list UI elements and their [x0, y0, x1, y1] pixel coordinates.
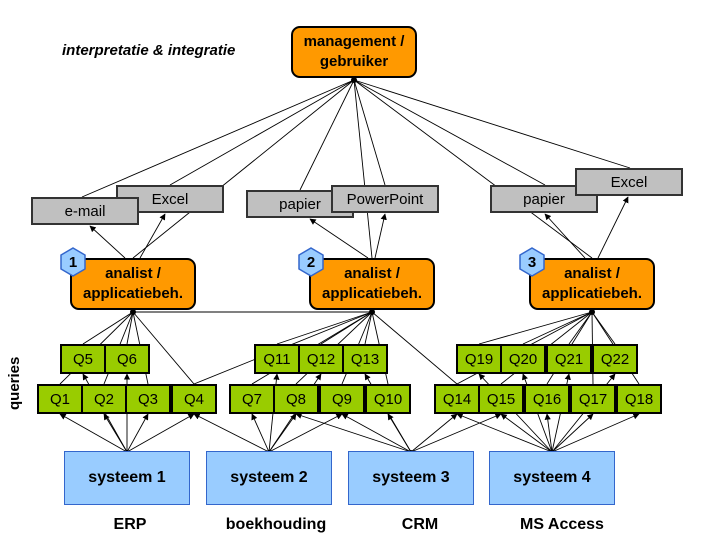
system-arrow — [193, 413, 270, 453]
analyst-hub — [589, 309, 595, 315]
system-type-label-4: MS Access — [520, 516, 604, 533]
query-q7: Q7 — [229, 384, 275, 414]
query-q8: Q8 — [273, 384, 319, 414]
system-arrow — [295, 412, 412, 453]
management-hub — [351, 77, 357, 83]
management-label-line1: management / — [303, 33, 405, 50]
analyst-label-line2: applicatiebeh. — [82, 285, 184, 302]
analyst-label-line1: analist / — [564, 265, 620, 282]
query-q18: Q18 — [616, 384, 662, 414]
interpretation-caption: interpretatie & integratie — [62, 42, 236, 59]
query-connector — [522, 311, 593, 345]
analyst-box-2: analist / applicatiebeh. — [309, 258, 435, 310]
query-q2: Q2 — [81, 384, 127, 414]
analyst-badge-1: 1 — [60, 247, 86, 277]
hexagon-icon — [519, 247, 545, 277]
badge-number: 3 — [527, 253, 537, 271]
analyst-output-arrow — [544, 213, 586, 259]
analyst-box-1: analist / applicatiebeh. — [70, 258, 196, 310]
query-connector — [126, 311, 134, 345]
system-arrow — [456, 413, 553, 453]
query-q17: Q17 — [570, 384, 616, 414]
query-connector — [371, 311, 458, 385]
management-connector — [353, 79, 546, 186]
hexagon-icon — [60, 247, 86, 277]
system-arrow — [59, 413, 128, 453]
query-q21: Q21 — [546, 344, 592, 374]
management-connector — [132, 79, 355, 259]
system-arrow — [551, 413, 594, 453]
analyst-output-arrow — [309, 218, 369, 259]
query-connector — [132, 311, 195, 385]
analyst-box-3: analist / applicatiebeh. — [529, 258, 655, 310]
badge-number: 2 — [306, 253, 316, 271]
analyst-badge-3: 3 — [519, 247, 545, 277]
management-connector — [169, 79, 355, 186]
query-connector — [478, 311, 593, 345]
analyst-hub — [369, 309, 375, 315]
system-box-3: systeem 3 — [348, 451, 474, 505]
analyst-badge-2: 2 — [298, 247, 324, 277]
analyst-label-line2: applicatiebeh. — [321, 285, 423, 302]
system-arrow — [126, 413, 149, 453]
system-arrow — [410, 413, 458, 453]
output-email: e-mail — [31, 197, 139, 225]
system-type-label-3: CRM — [401, 516, 439, 533]
analyst-output-arrow — [139, 213, 166, 259]
query-q22: Q22 — [592, 344, 638, 374]
analyst-output-arrow — [597, 196, 629, 259]
management-connector — [353, 79, 373, 259]
system-box-2: systeem 2 — [206, 451, 332, 505]
query-q19: Q19 — [456, 344, 502, 374]
system-box-4: systeem 4 — [489, 451, 615, 505]
query-q3: Q3 — [125, 384, 171, 414]
analyst-label-line1: analist / — [344, 265, 400, 282]
system-arrow — [268, 413, 343, 453]
system-type-label-1: ERP — [113, 516, 147, 533]
system-arrow — [341, 413, 412, 453]
system-arrow — [126, 413, 195, 453]
query-q6: Q6 — [104, 344, 150, 374]
query-q4: Q4 — [171, 384, 217, 414]
query-q11: Q11 — [254, 344, 300, 374]
system-arrow — [500, 413, 553, 453]
analyst-output-arrow — [89, 225, 126, 259]
analyst-label-line1: analist / — [105, 265, 161, 282]
query-q16: Q16 — [524, 384, 570, 414]
output-excel-2: Excel — [575, 168, 683, 196]
analyst-hub — [130, 309, 136, 315]
management-connector — [299, 79, 355, 191]
management-connector — [353, 79, 386, 186]
system-arrow — [544, 413, 553, 453]
management-connector — [353, 79, 631, 169]
query-q5: Q5 — [60, 344, 106, 374]
query-connector — [364, 311, 373, 345]
management-label-line2: gebruiker — [319, 53, 389, 70]
query-q14: Q14 — [434, 384, 480, 414]
query-q13: Q13 — [342, 344, 388, 374]
query-q9: Q9 — [319, 384, 365, 414]
analyst-output-arrow — [374, 213, 387, 259]
queries-label: queries — [6, 356, 23, 410]
query-q1: Q1 — [37, 384, 83, 414]
system-arrow — [410, 413, 502, 453]
management-connector — [81, 79, 355, 198]
management-box: management / gebruiker — [291, 26, 417, 78]
system-arrow — [551, 413, 640, 453]
query-q12: Q12 — [298, 344, 344, 374]
hexagon-icon — [298, 247, 324, 277]
query-connector — [276, 311, 373, 345]
analyst-label-line2: applicatiebeh. — [541, 285, 643, 302]
output-powerpoint: PowerPoint — [331, 185, 439, 213]
query-connector — [82, 311, 134, 345]
system-arrow — [251, 413, 270, 453]
query-q20: Q20 — [500, 344, 546, 374]
system-type-label-2: boekhouding — [225, 516, 327, 533]
badge-number: 1 — [68, 253, 78, 271]
query-q10: Q10 — [365, 384, 411, 414]
management-connector — [353, 79, 593, 259]
system-box-1: systeem 1 — [64, 451, 190, 505]
query-q15: Q15 — [478, 384, 524, 414]
